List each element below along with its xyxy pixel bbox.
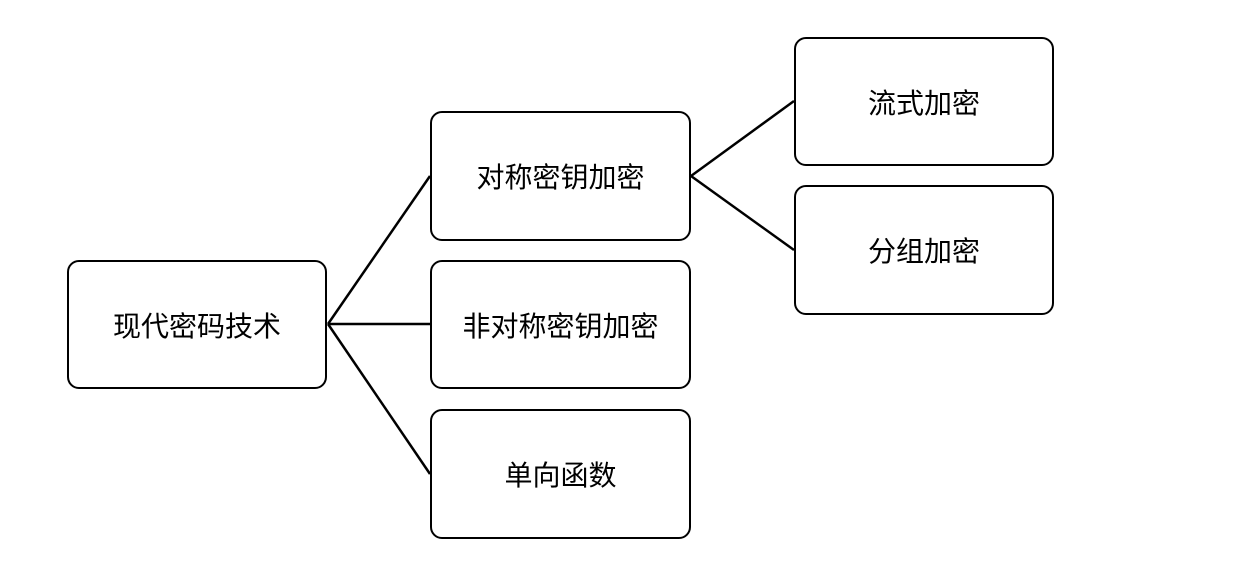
node-label: 分组加密 [867, 235, 980, 268]
node-block-encryption: 分组加密 [794, 185, 1054, 315]
node-label: 非对称密钥加密 [462, 309, 659, 343]
node-one-way-function: 单向函数 [430, 409, 691, 539]
edge-symmetric-stream [690, 99, 795, 178]
node-label: 单向函数 [504, 459, 617, 492]
edge-root-one-way [326, 323, 432, 475]
node-symmetric-key-encryption: 对称密钥加密 [430, 111, 691, 241]
node-label: 流式加密 [867, 86, 980, 120]
edge-root-symmetric [326, 175, 432, 325]
node-label: 现代密码技术 [112, 309, 281, 343]
node-label: 对称密钥加密 [476, 161, 645, 194]
edge-symmetric-block [690, 174, 795, 252]
node-stream-encryption: 流式加密 [794, 37, 1054, 166]
node-asymmetric-key-encryption: 非对称密钥加密 [430, 260, 691, 389]
node-modern-cryptography: 现代密码技术 [67, 260, 327, 389]
